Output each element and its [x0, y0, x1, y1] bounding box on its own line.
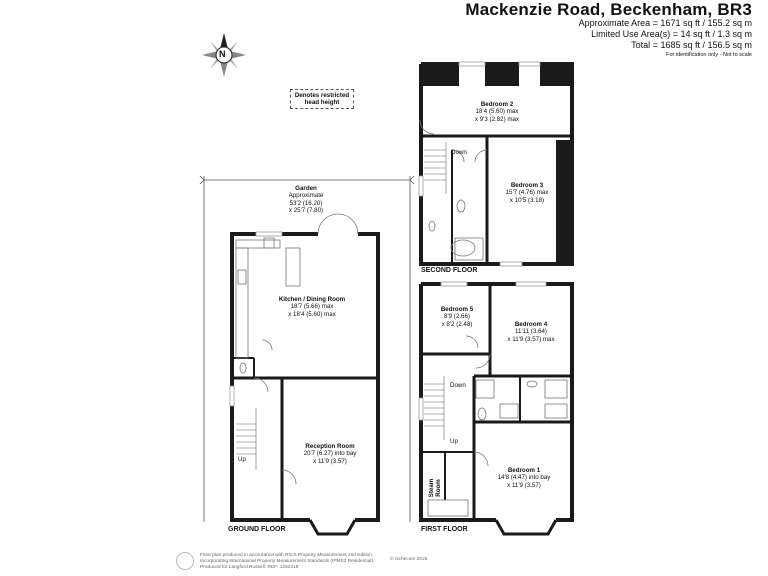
copyright-text: © nichecom 2025: [390, 557, 428, 562]
compass-north-label: N: [219, 49, 226, 59]
bedroom-4-label: Bedroom 4 11'11 (3.64) x 11'9 (3.57) max: [494, 321, 568, 343]
second-floor-windows: [418, 61, 541, 267]
bedroom-2-line-2: x 9'3 (2.82) max: [474, 115, 520, 123]
ground-floor-fixtures: [235, 213, 359, 485]
garden-line-2: 53'2 (16.20): [289, 199, 323, 207]
ground-floor-windows: [229, 231, 283, 407]
kitchen-dining-label: Kitchen / Dining Room 18'7 (5.66) max x …: [254, 296, 370, 318]
bedroom-5-line-1: 8'9 (2.66): [444, 313, 470, 321]
footer-line-2: Incorporating International Property Mea…: [200, 558, 375, 564]
limited-use-area-text: Limited Use Area(s) = 14 sq ft / 1.3 sq …: [591, 29, 752, 39]
legend-line-1: Denotes restricted: [294, 92, 350, 99]
bedroom-3-line-2: x 10'5 (3.18): [509, 196, 545, 204]
footer-line-3: Produced for Langford Russell. REF: 1252…: [200, 565, 430, 571]
garden-line-3: x 25'7 (7.80): [288, 207, 324, 215]
first-floor-stairs: [424, 376, 445, 440]
reception-name: Reception Room: [305, 443, 355, 450]
second-floor-label: SECOND FLOOR: [421, 267, 478, 274]
bedroom-1-label: Bedroom 1 14'8 (4.47) into bay x 11'9 (3…: [484, 467, 564, 489]
first-floor-walls: [419, 282, 574, 536]
bedroom-5-line-2: x 8'2 (2.48): [441, 320, 473, 328]
reception-line-1: 20'7 (6.27) into bay: [303, 450, 357, 458]
kitchen-name: Kitchen / Dining Room: [278, 296, 346, 303]
garden-name: Garden: [295, 185, 317, 192]
bedroom-2-line-1: 18'4 (5.60) max: [475, 108, 519, 116]
steam-room-label: Steam Room: [428, 478, 443, 498]
first-stairs-up-label: Up: [450, 438, 458, 445]
bedroom-4-line-1: 11'11 (3.64): [515, 328, 547, 336]
kitchen-line-1: 18'7 (5.66) max: [290, 303, 334, 311]
approx-area-text: Approximate Area = 1671 sq ft / 155.2 sq…: [578, 18, 752, 28]
garden-boundary: [199, 175, 415, 522]
bedroom-2-label: Bedroom 2 18'4 (5.60) max x 9'3 (2.82) m…: [452, 101, 542, 123]
bedroom-1-line-1: 14'8 (4.47) into bay: [497, 474, 551, 482]
second-floor-eaves: [423, 66, 570, 262]
bedroom-3-name: Bedroom 3: [510, 182, 544, 189]
bedroom-1-name: Bedroom 1: [507, 467, 541, 474]
first-floor-windows: [418, 281, 547, 421]
restricted-head-height-legend: Denotes restricted head height: [290, 89, 354, 109]
footer-text: Floor plan produced in accordance with R…: [200, 553, 430, 570]
bedroom-5-name: Bedroom 5: [440, 306, 474, 313]
bedroom-4-name: Bedroom 4: [514, 321, 548, 328]
ground-floor-stairs: [236, 408, 257, 470]
second-stairs-down-label: Down: [451, 149, 467, 156]
bedroom-2-name: Bedroom 2: [480, 101, 514, 108]
first-stairs-down-label: Down: [450, 382, 466, 389]
garden-line-1: Approximate: [288, 192, 324, 200]
bedroom-4-line-2: x 11'9 (3.57) max: [507, 335, 555, 343]
footer-line-1: Floor plan produced in accordance with R…: [200, 553, 374, 558]
first-floor-fixtures: [427, 335, 568, 517]
bedroom-3-line-1: 15'7 (4.76) max: [505, 189, 549, 197]
total-area-text: Total = 1685 sq ft / 156.5 sq m: [631, 40, 752, 50]
second-floor-fixtures: [419, 119, 488, 261]
identification-note: For identification only - Not to scale: [666, 52, 752, 58]
reception-room-label: Reception Room 20'7 (6.27) into bay x 11…: [284, 443, 376, 465]
first-floor-label: FIRST FLOOR: [421, 526, 468, 533]
bedroom-3-label: Bedroom 3 15'7 (4.76) max x 10'5 (3.18): [492, 182, 562, 204]
footer-produced: Produced for Langford Russell.: [200, 564, 267, 570]
footer-ref: REF: 1252318: [267, 564, 299, 570]
bedroom-5-label: Bedroom 5 8'9 (2.66) x 8'2 (2.48): [428, 306, 486, 328]
ground-stairs-up-label: Up: [238, 456, 246, 463]
ground-floor-walls: [230, 232, 380, 536]
second-floor-stairs: [424, 142, 447, 194]
legend-line-2: head height: [304, 99, 340, 107]
rics-logo-icon: [176, 552, 194, 570]
compass-rose-icon: [202, 33, 246, 77]
reception-line-2: x 11'9 (3.57): [313, 457, 347, 465]
bedroom-1-line-2: x 11'9 (3.57): [507, 481, 541, 489]
garden-label: Garden Approximate 53'2 (16.20) x 25'7 (…: [261, 185, 351, 215]
second-floor-walls: [419, 62, 574, 266]
plan-title: Mackenzie Road, Beckenham, BR3: [465, 0, 752, 19]
kitchen-line-2: x 18'4 (5.60) max: [288, 310, 336, 318]
ground-floor-label: GROUND FLOOR: [228, 526, 286, 533]
